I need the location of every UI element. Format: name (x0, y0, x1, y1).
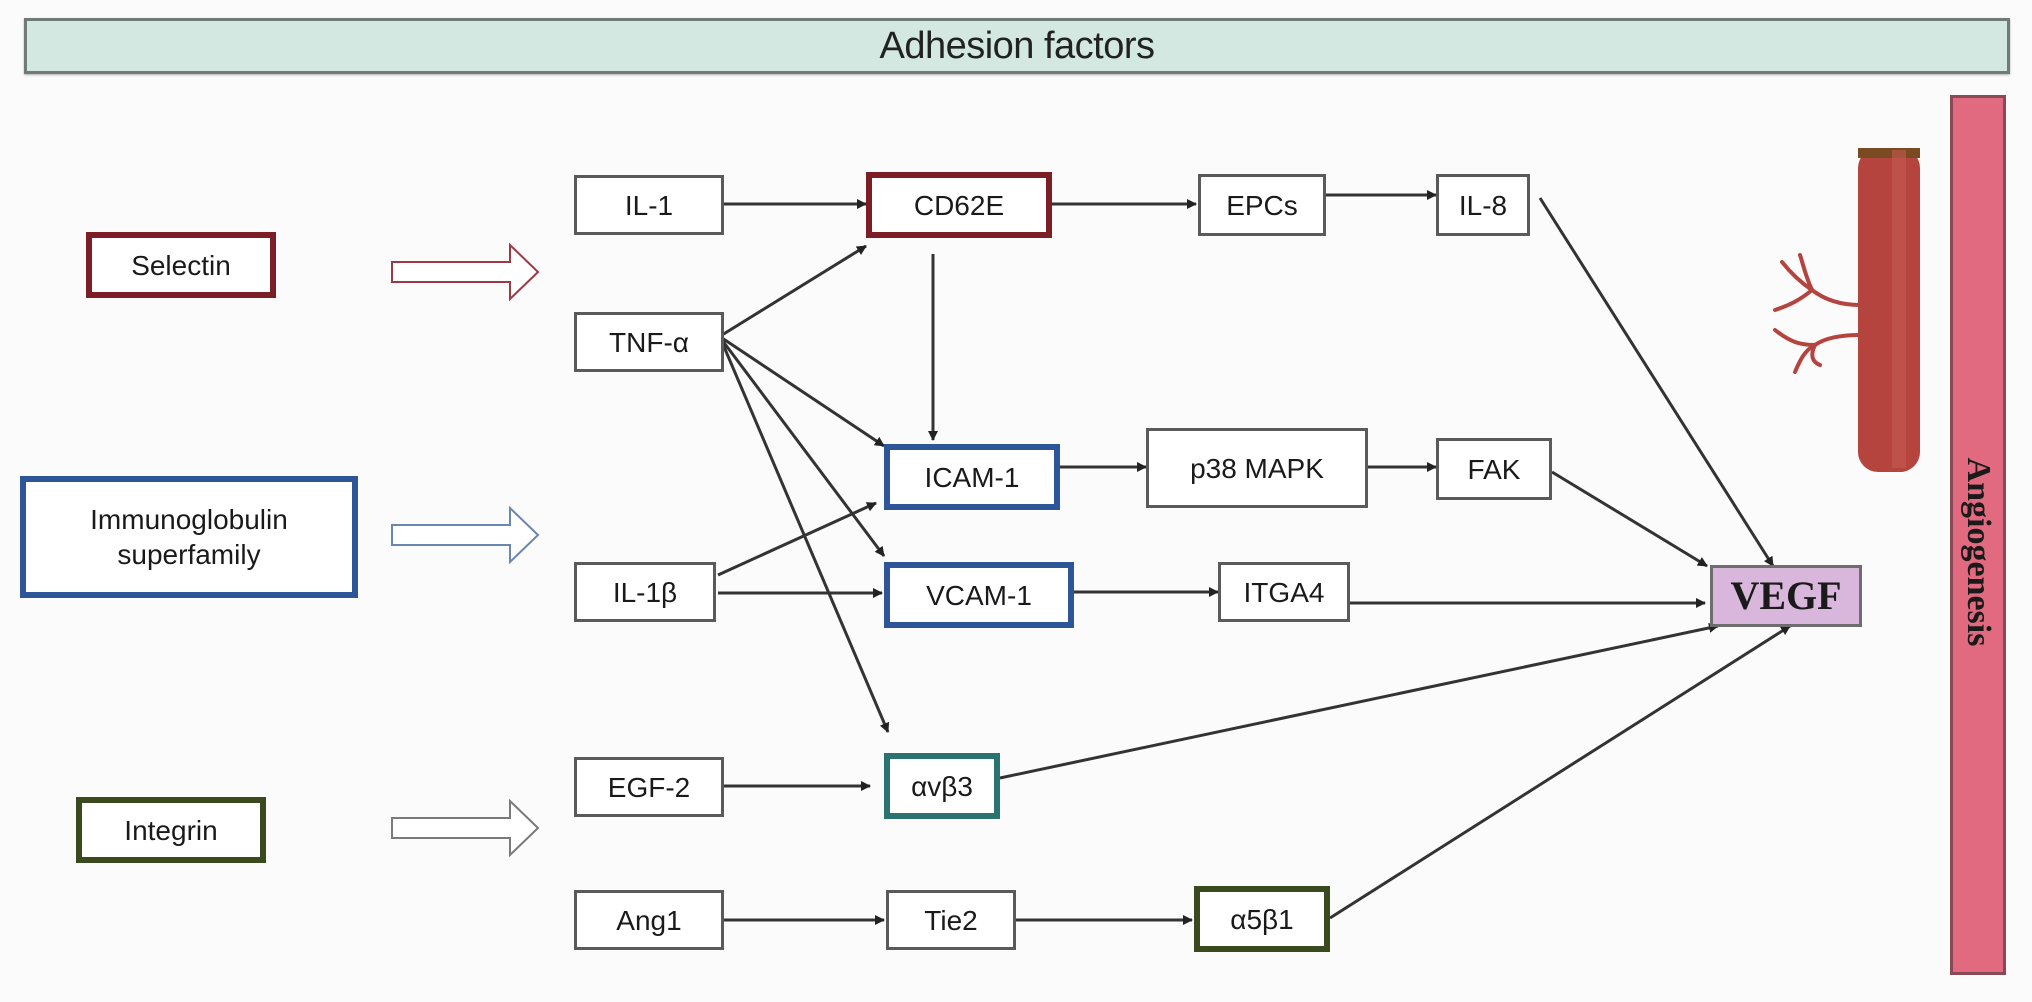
node-il1: IL-1 (574, 175, 724, 235)
blood-vessel-icon (1773, 148, 1920, 472)
node-epcs: EPCs (1198, 174, 1326, 236)
node-tnfa: TNF-α (574, 312, 724, 372)
node-label: VEGF (1730, 573, 1842, 618)
node-egf2: EGF-2 (574, 757, 724, 817)
edge-avb3-vegf (999, 622, 1719, 780)
category-label: Selectin (131, 249, 231, 281)
adhesion-factors-banner: Adhesion factors (24, 18, 2010, 74)
node-a5b1: α5β1 (1194, 886, 1330, 952)
node-avb3: αvβ3 (884, 753, 1000, 819)
node-il1b: IL-1β (574, 562, 716, 622)
category-integrin: Integrin (76, 797, 266, 863)
node-p38-mapk: p38 MAPK (1146, 428, 1368, 508)
node-label: CD62E (913, 189, 1005, 221)
category-label: Integrin (124, 814, 218, 846)
edge-tnfa-vcam1 (720, 339, 886, 557)
node-label: TNF-α (609, 326, 689, 358)
angiogenesis-bar: Angiogenesis (1950, 95, 2006, 975)
edge-fak-vegf (1551, 470, 1708, 568)
node-label: Ang1 (616, 904, 682, 936)
banner-title: Adhesion factors (879, 24, 1155, 67)
node-label: IL-1β (612, 576, 678, 608)
node-label: p38 MAPK (1190, 452, 1324, 484)
igsf-hollow-arrow (391, 505, 540, 565)
node-label: VCAM-1 (926, 579, 1032, 611)
node-label: FAK (1467, 453, 1521, 485)
node-vegf: VEGF (1710, 565, 1862, 627)
edge-tnfa-cd62e (721, 244, 867, 337)
node-label: IL-8 (1458, 189, 1508, 221)
node-label: ICAM-1 (924, 461, 1020, 493)
node-tie2: Tie2 (886, 890, 1016, 950)
category-immunoglobulin-superfamily: Immunoglobulin superfamily (20, 476, 358, 598)
edge-il8-vegf (1538, 197, 1775, 567)
node-label: EPCs (1226, 189, 1298, 221)
node-fak: FAK (1436, 438, 1552, 500)
node-itga4: ITGA4 (1218, 562, 1350, 622)
node-label: Tie2 (924, 904, 978, 936)
node-label: α5β1 (1230, 903, 1294, 935)
node-cd62e: CD62E (866, 172, 1052, 238)
node-il8: IL-8 (1436, 174, 1530, 236)
category-label: Immunoglobulin superfamily (90, 504, 288, 570)
node-icam1: ICAM-1 (884, 444, 1060, 510)
edge-tnfa-icam1 (721, 336, 885, 448)
integrin-hollow-arrow (391, 798, 540, 858)
node-label: αvβ3 (911, 770, 973, 802)
node-label: IL-1 (624, 189, 674, 221)
node-vcam1: VCAM-1 (884, 562, 1074, 628)
selectin-hollow-arrow (391, 242, 540, 302)
edge-il1b-icam1 (717, 501, 877, 577)
category-selectin: Selectin (86, 232, 276, 298)
node-label: ITGA4 (1243, 576, 1325, 608)
node-ang1: Ang1 (574, 890, 724, 950)
edge-a5b1-vegf (1329, 624, 1791, 920)
node-label: EGF-2 (607, 771, 691, 803)
